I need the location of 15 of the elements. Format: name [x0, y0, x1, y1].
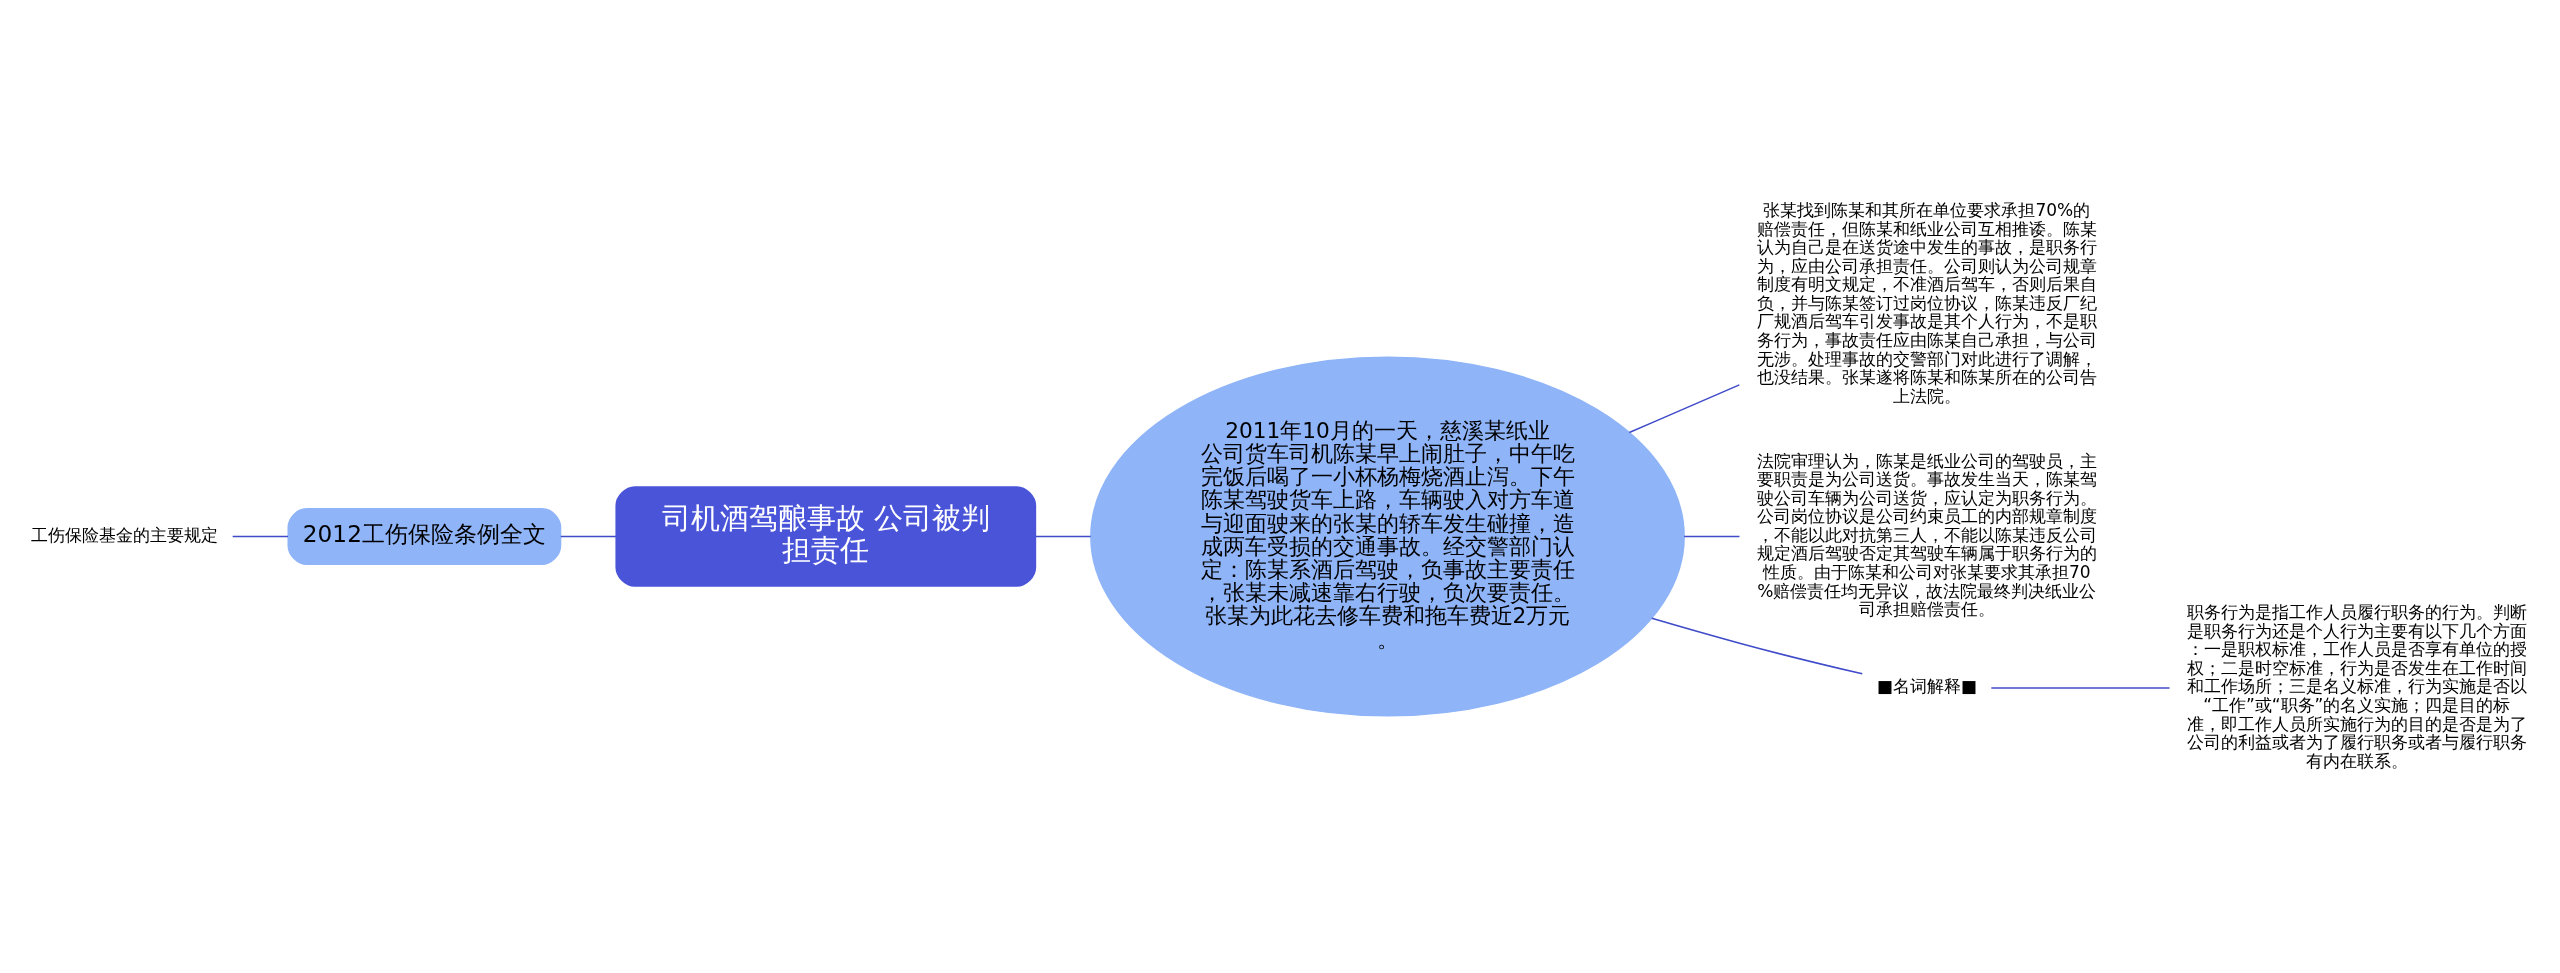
node-box: 司机酒驾酿事故 公司被判担责任	[615, 485, 1037, 587]
node-text: ■名词解释■	[1876, 675, 1977, 696]
connector	[1990, 686, 2171, 689]
node-ellipse: 2011年10月的一天，慈溪某纸业公司货车司机陈某早上闹肚子，中午吃完饭后喝了一小杯杨梅烧酒止泻。下午陈某驾驶货车上路，车辆驶入对方车道与迎面驶来的张某的轿车发生碰撞，造成两车受损的交通事故。经交警部门认定：陈某系酒后驾驶，负事故主要责任，张某未减速靠右行驶，负次要责任。张某为此花去修车费和拖车费近2万元。	[1090, 355, 1685, 717]
connector	[1683, 535, 1741, 537]
connector	[1628, 383, 1741, 433]
connector	[560, 535, 617, 537]
node-text: 张某找到陈某和其所在单位要求承担70%的赔偿责任，但陈某和纸业公司互相推诿。陈某认为自己是在送货途中发生的事故，是职务行为，应由公司承担责任。公司则认为公司规章制度有明文规定，不准酒后驾车，否则后果自负，并与陈某签订过岗位协议，陈某违反厂纪厂规酒后驾车引发事故是其个人行为，不是职务行为，事故责任应由陈某自己承担，与公司无涉。处理事故的交警部门对此进行了调解，也没结果。张某遂将陈某和陈某所在的公司告上法院。	[1756, 199, 2097, 406]
node-text: 法院审理认为，陈某是纸业公司的驾驶员，主要职责是为公司送货。事故发生当天，陈某驾驶公司车辆为公司送货，应认定为职务行为。公司岗位协议是公司约束员工的内部规章制度，不能以此对抗第三人，不能以陈某违反公司规定酒后驾驶否定其驾驶车辆属于职务行为的性质。由于陈某和公司对张某要求其承担70%赔偿责任均无异议，故法院最终判决纸业公司承担赔偿责任。	[1756, 450, 2097, 619]
connector	[1651, 617, 1864, 675]
connector	[231, 535, 289, 537]
node-text: 职务行为是指工作人员履行职务的行为。判断是职务行为还是个人行为主要有以下几个方面：一是职权标准，工作人员是否享有单位的授权；二是时空标准，行为是否发生在工作时间和工作场所；三是名义标准，行为实施是否以“工作”或“职务”的名义实施；四是目的标准，即工作人员所实施行为的目的是否是为了公司的利益或者为了履行职务或者与履行职务有内在联系。	[2186, 601, 2527, 771]
node-box: 2012工伤保险条例全文	[287, 507, 562, 565]
connector	[1035, 535, 1092, 537]
node-text: 工伤保险基金的主要规定	[30, 524, 218, 545]
